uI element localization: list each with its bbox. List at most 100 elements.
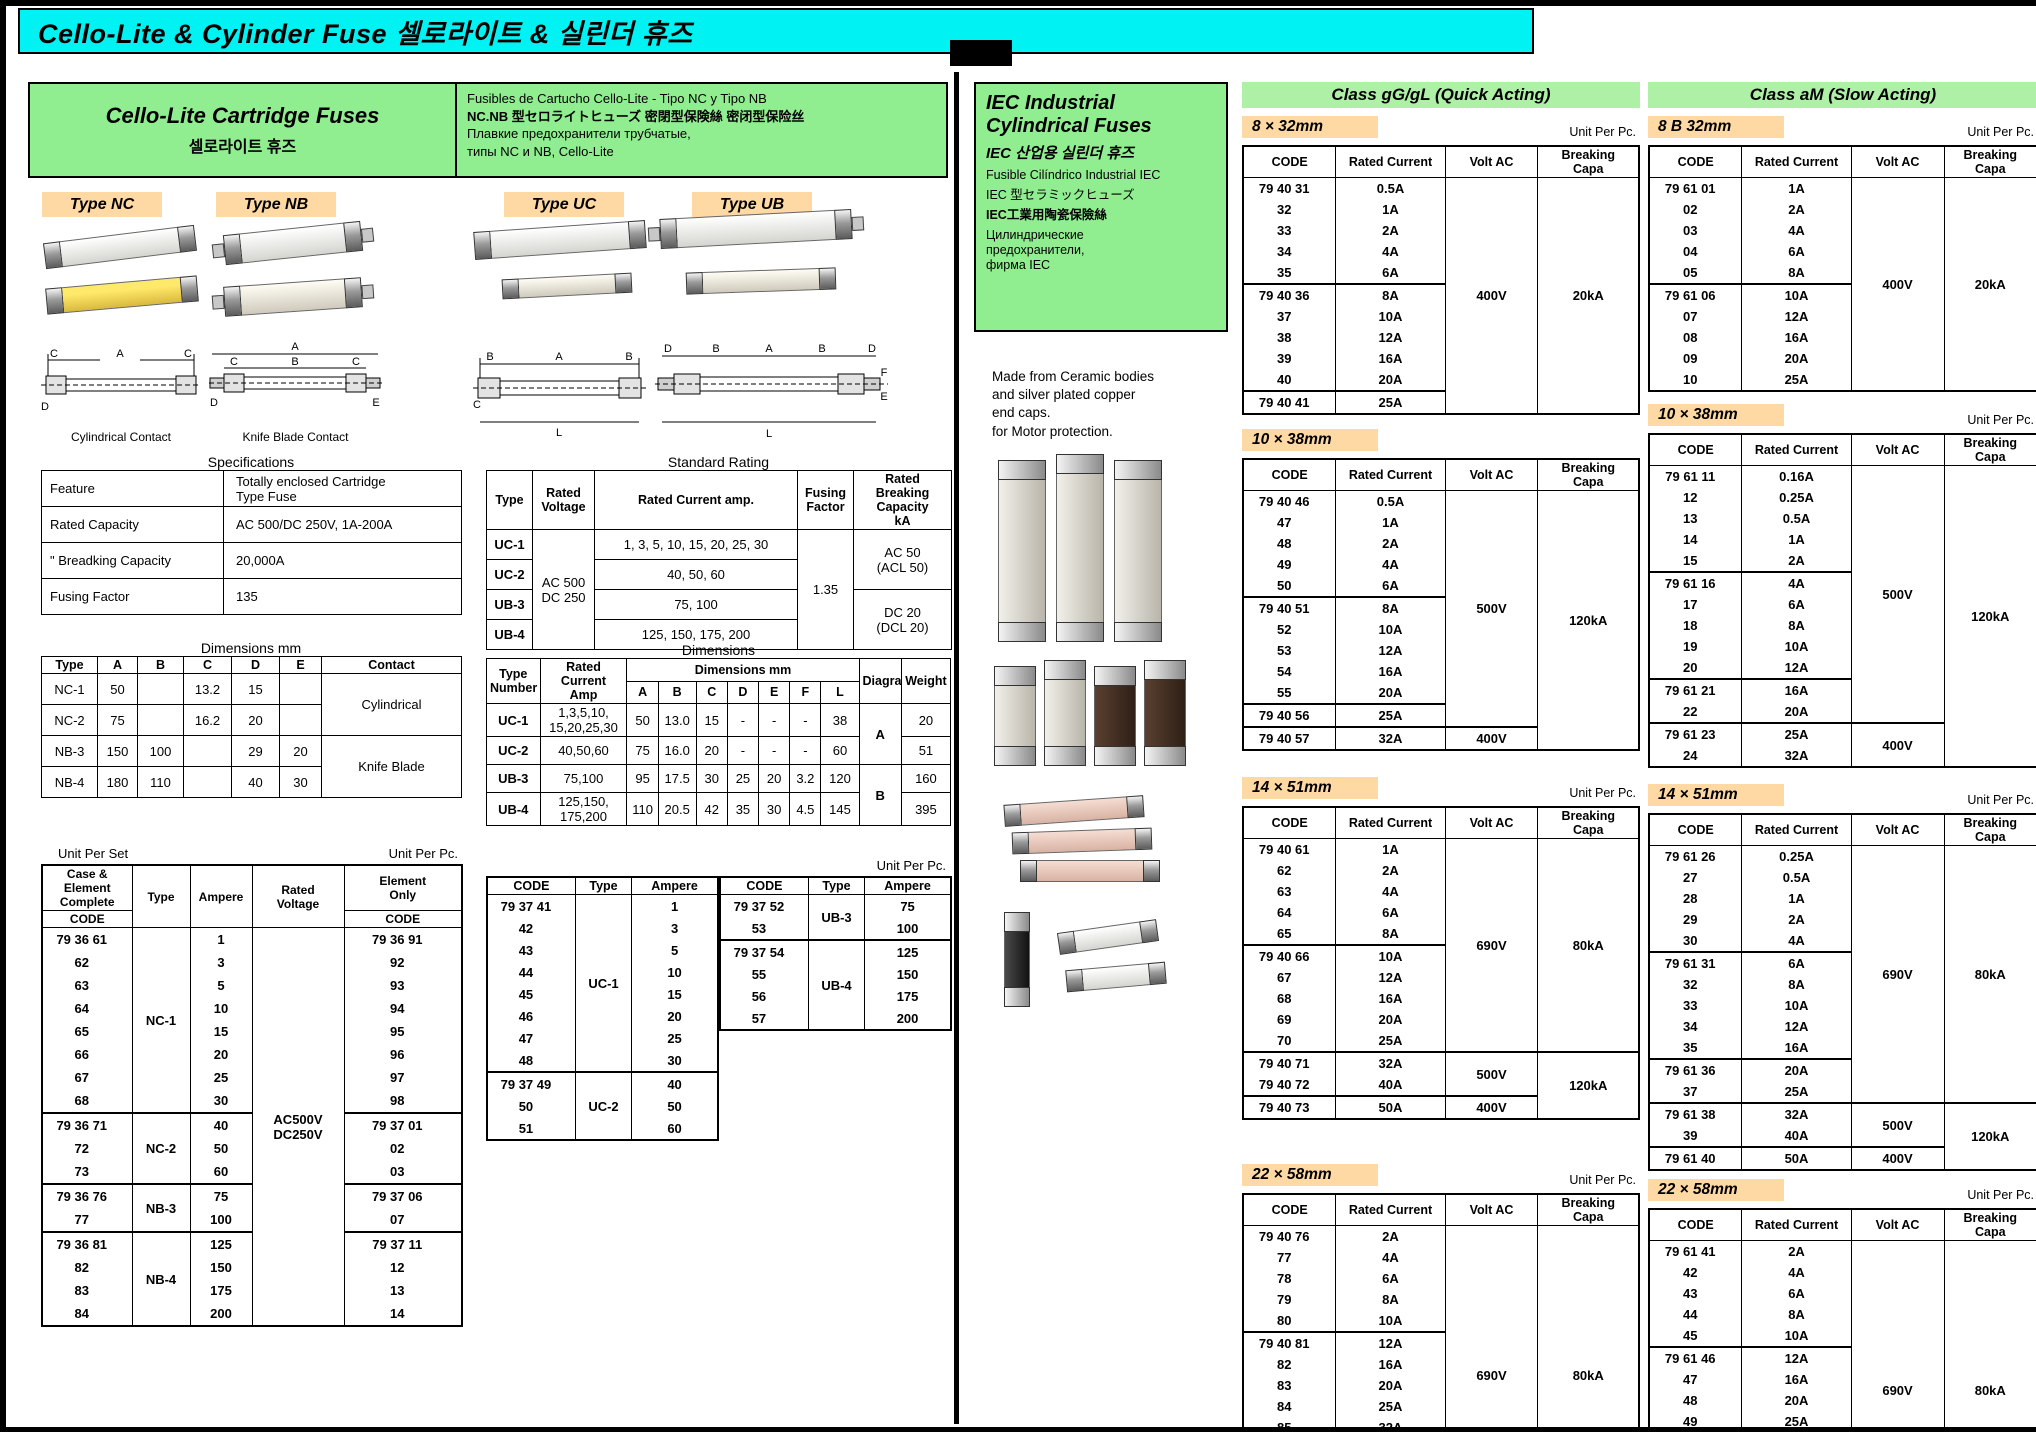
fusing-factor-cell: 1.35: [797, 529, 854, 650]
rated-current-cell: 1A: [1741, 529, 1852, 550]
type-number-cell: UC-1: [486, 703, 541, 737]
dim-letter: A: [765, 343, 773, 355]
dimension-cell: 13.0: [657, 703, 697, 737]
dimension-cell: 100: [137, 735, 184, 767]
element-code-cell: 98: [343, 1089, 463, 1113]
dim-letter: L: [766, 428, 772, 440]
type-cell: UB-4: [486, 619, 533, 650]
rated-current-cell: 16A: [1741, 1369, 1852, 1390]
code-cell: 32: [1242, 199, 1337, 220]
code-cell: 27: [1648, 867, 1743, 888]
code-cell: 66: [41, 1043, 133, 1066]
code-cell: 03: [1648, 220, 1743, 241]
fuse-photo: [1094, 666, 1136, 766]
dim-letter: E: [372, 397, 379, 409]
dimension-cell: 3.2: [789, 764, 822, 793]
code-cell: 57: [719, 1007, 809, 1030]
fuse-photo: [45, 275, 199, 315]
code-cell: 79 37 52: [719, 894, 809, 917]
column-header: Ampere: [631, 876, 719, 895]
knife-blade-contact-label: Knife Blade Contact: [242, 430, 349, 444]
page-title-bar: Cello-Lite & Cylinder Fuse 셀로라이트 & 실린더 휴…: [18, 8, 1534, 54]
code-cell: 79 40 61: [1242, 838, 1337, 860]
code-cell: 79 36 76: [41, 1183, 133, 1208]
rated-current-cell: 1,3,5,10, 15,20,25,30: [539, 703, 628, 737]
rated-current-cell: 40A: [1335, 1074, 1446, 1096]
unit-per-pc-label: Unit Per Pc.: [1569, 1173, 1636, 1187]
code-cell: 84: [41, 1302, 133, 1326]
rated-current-cell: 8A: [1741, 262, 1852, 284]
rated-current-cell: 12A: [1335, 1331, 1446, 1354]
code-cell: 64: [1242, 902, 1337, 923]
knife-blade-contact-diagram: C B C A D E: [208, 336, 383, 431]
rated-current-cell: 50A: [1335, 1095, 1446, 1119]
class-header: Class aM (Slow Acting): [1648, 82, 2036, 108]
code-cell: 79 37 49: [486, 1071, 576, 1095]
ampere-cell: 75: [864, 894, 952, 917]
code-cell: 24: [1648, 745, 1743, 767]
code-cell: 45: [1648, 1325, 1743, 1347]
column-header: Rated Current: [1741, 145, 1852, 178]
multilang-line-es: Fusibles de Cartucho Cello-Lite - Tipo N…: [467, 91, 767, 106]
rated-current-cell: 0.25A: [1741, 487, 1852, 508]
rated-current-cell: 2A: [1335, 860, 1446, 881]
column-header: E: [758, 680, 791, 704]
column-header: CODE: [1648, 145, 1743, 178]
column-header: Breaking Capa: [1943, 1208, 2036, 1241]
size-label: 8 B 32mm: [1648, 116, 1784, 138]
code-cell: 83: [1242, 1375, 1337, 1396]
breaking-capa-cell: 80kA: [1943, 845, 2036, 1104]
element-code-cell: 12: [343, 1256, 463, 1279]
rated-current-cell: 25A: [1741, 722, 1852, 745]
rated-current-cell: 20A: [1741, 1390, 1852, 1411]
code-cell: 49: [1242, 554, 1337, 575]
ampere-cell: 30: [189, 1089, 253, 1113]
column-header: D: [231, 656, 280, 674]
ampere-cell: 10: [189, 997, 253, 1020]
fuse-photo: [1020, 860, 1160, 882]
volt-ac-cell: 400V: [1444, 726, 1539, 751]
rated-current-cell: 40, 50, 60: [594, 559, 798, 590]
code-cell: 49: [1648, 1411, 1743, 1427]
rated-current-cell: 125, 150, 175, 200: [594, 619, 798, 650]
rated-current-cell: 1A: [1335, 512, 1446, 533]
column-header: Type: [574, 876, 633, 895]
code-cell: 79 40 31: [1242, 177, 1337, 199]
volt-ac-cell: 400V: [1850, 1146, 1945, 1171]
code-cell: 18: [1648, 615, 1743, 636]
code-cell: 50: [486, 1095, 576, 1117]
dimension-cell: 13.2: [183, 673, 232, 705]
code-cell: 68: [1242, 988, 1337, 1009]
rated-current-cell: 2A: [1335, 1225, 1446, 1247]
dim-letter: D: [41, 401, 49, 413]
dimension-cell: 40: [231, 766, 280, 798]
code-cell: 79 61 01: [1648, 177, 1743, 199]
column-header: CODE: [486, 876, 576, 895]
element-code-cell: 02: [343, 1137, 463, 1160]
code-cell: 39: [1242, 348, 1337, 369]
code-cell: 34: [1242, 241, 1337, 262]
type-cell: UB-3: [807, 894, 866, 941]
dimension-cell: [137, 704, 184, 736]
column-header: CODE: [1242, 806, 1337, 839]
rated-current-cell: 12A: [1741, 306, 1852, 327]
code-cell: 37: [1648, 1081, 1743, 1103]
dim-letter: C: [184, 348, 192, 360]
code-cell: 64: [41, 997, 133, 1020]
column-header: B: [137, 656, 184, 674]
ampere-cell: 5: [631, 939, 719, 961]
rated-current-cell: 6A: [1741, 951, 1852, 974]
column-header: CODE: [343, 910, 463, 928]
code-cell: 32: [1648, 974, 1743, 995]
code-cell: 55: [1242, 682, 1337, 704]
code-cell: 78: [1242, 1268, 1337, 1289]
rated-current-cell: 6A: [1335, 902, 1446, 923]
ampere-cell: 50: [189, 1137, 253, 1160]
